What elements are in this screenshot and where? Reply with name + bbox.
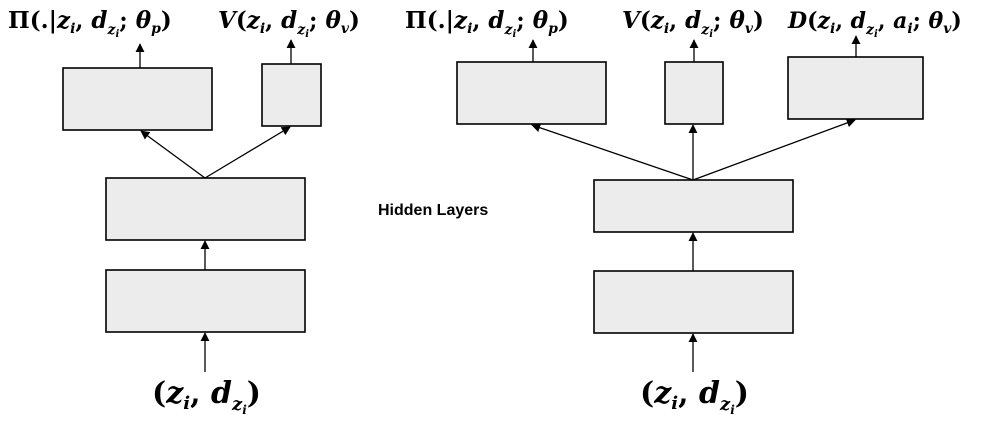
hidden-layers-label: Hidden Layers <box>378 202 489 219</box>
left-policy-output-label: Π(.|zi, dzi; θp) <box>8 7 172 40</box>
left-hidden-layer-2 <box>105 177 306 241</box>
right-value-output-label: V(zi, dzi; θv) <box>622 7 764 40</box>
left-input-label: (zi, dzi) <box>152 376 261 417</box>
left-value-head-box <box>261 63 322 127</box>
right-network: Π(.|zi, dzi; θp) V(zi, dzi; θv) D(zi, dz… <box>405 7 962 417</box>
right-input-label: (zi, dzi) <box>640 376 749 417</box>
left-value-output-label: V(zi, dzi; θv) <box>218 7 360 40</box>
right-branch-to-policy <box>531 123 694 181</box>
right-hidden-layer-2 <box>593 179 794 233</box>
left-network: Π(.|zi, dzi; θp) V(zi, dzi; θv) (zi, dzi… <box>8 7 360 417</box>
right-hidden-layer-1 <box>593 270 794 334</box>
right-policy-output-label: Π(.|zi, dzi; θp) <box>405 7 569 40</box>
left-branch-to-policy <box>140 130 206 179</box>
right-policy-head-box <box>456 61 607 125</box>
left-policy-head-box <box>62 67 213 131</box>
left-branch-to-value <box>204 126 291 179</box>
right-value-head-box <box>664 61 724 125</box>
left-hidden-layer-1 <box>105 269 306 333</box>
right-discriminator-output-label: D(zi, dzi, ai; θv) <box>787 8 962 40</box>
right-discriminator-head-box <box>787 56 924 120</box>
right-branch-to-discriminator <box>692 118 856 181</box>
